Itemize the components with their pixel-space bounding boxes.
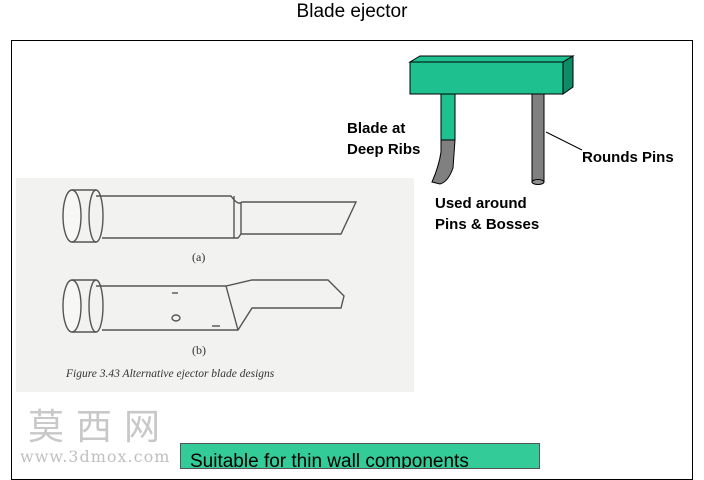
figure-label-a: (a) [192, 250, 206, 264]
blade-designs-drawing [62, 189, 358, 333]
watermark-chinese: 莫西网 [28, 407, 173, 448]
ejector-plate-side [562, 55, 574, 95]
blade-shank [440, 93, 456, 141]
label-blade-at-deep-ribs: Blade at Deep Ribs [347, 120, 421, 158]
label-round-pins: Rounds Pins [582, 149, 674, 166]
blade-b-drawing [62, 279, 345, 333]
label-used-around-pins: Used around Pins & Bosses [435, 195, 540, 233]
round-pin [531, 93, 545, 183]
round-pin-end [531, 179, 545, 185]
scanned-figure: (a) (b) Figure 3.43 Alternative ejector … [16, 178, 414, 392]
round-pin-leader [545, 131, 583, 151]
blade-a-drawing [62, 189, 358, 243]
watermark-url: www.3dmox.com [20, 447, 171, 466]
ejector-plate-front [409, 61, 564, 95]
suitability-banner: Suitable for thin wall components [180, 443, 540, 469]
blade-tip [431, 139, 456, 185]
figure-caption: Figure 3.43 Alternative ejector blade de… [66, 368, 275, 380]
figure-label-b: (b) [192, 343, 206, 357]
ejector-plate-top [408, 55, 575, 63]
page-title: Blade ejector [296, 1, 408, 22]
ejector-illustration [408, 55, 583, 185]
